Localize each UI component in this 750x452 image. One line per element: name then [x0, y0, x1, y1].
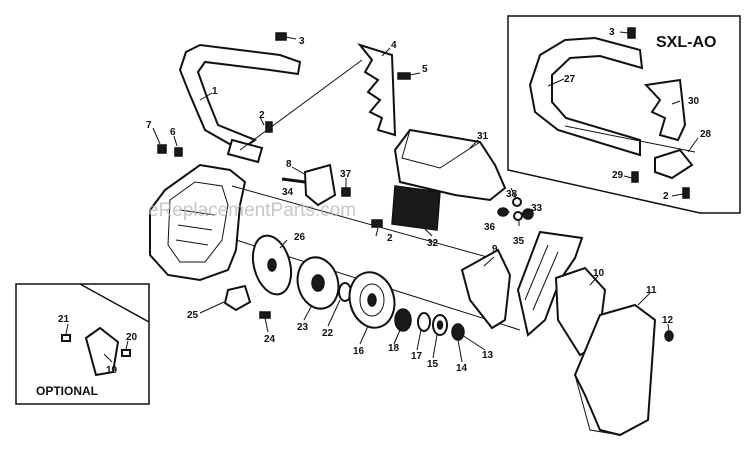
nut-12	[664, 330, 674, 342]
optional-pin-21	[61, 334, 71, 342]
screw-24	[259, 311, 271, 319]
screw-37	[341, 187, 351, 197]
callout-16: 16	[353, 346, 365, 357]
washer-38	[512, 197, 522, 207]
leader-lines	[65, 31, 699, 363]
washer-17	[417, 312, 431, 332]
callout-5: 5	[422, 64, 428, 75]
screw-5	[397, 72, 421, 80]
callout-15: 15	[427, 359, 439, 370]
clutch-drum-hub	[311, 274, 325, 292]
callout-27: 27	[564, 74, 576, 85]
callout-23: 23	[297, 322, 309, 333]
callout-4: 4	[391, 40, 397, 51]
callout-33: 33	[531, 203, 543, 214]
nut-14	[451, 323, 465, 341]
callout-11: 11	[646, 285, 657, 296]
callout-9: 9	[492, 244, 498, 255]
inset-screw-29	[631, 171, 639, 183]
callout-3: 3	[299, 36, 305, 47]
callout-2b: 2	[387, 233, 393, 244]
screw-6	[174, 147, 183, 157]
clutch-cover	[573, 303, 657, 437]
tank-cover-ridge	[401, 129, 481, 169]
callout-36: 36	[484, 222, 496, 233]
callout-18: 18	[388, 343, 400, 354]
optional-inset-diagonal	[79, 283, 150, 323]
decal-plate	[391, 185, 441, 231]
handle-bracket	[226, 138, 264, 164]
bumper-spike	[357, 43, 397, 137]
callout-37: 37	[340, 169, 352, 180]
screw-2b	[371, 219, 383, 228]
sprocket-inner	[359, 283, 385, 317]
callout-34: 34	[282, 187, 294, 198]
flywheel-hub	[267, 258, 277, 272]
callout-2: 2	[259, 110, 265, 121]
callout-12: 12	[662, 315, 674, 326]
assembly-axis-line	[231, 185, 506, 263]
engine-housing-detail	[167, 181, 229, 263]
optional-label: OPTIONAL	[36, 384, 98, 398]
callout-26: 26	[294, 232, 306, 243]
bar-plate	[460, 248, 512, 330]
callout-24: 24	[264, 334, 276, 345]
callout-38: 38	[506, 189, 518, 200]
callout-numbers: 1 2 3 4 5 6 7 8 34 37 31 38 36 33 35 32 …	[58, 27, 712, 376]
optional-pin-20	[121, 349, 131, 357]
sprocket-hub	[367, 293, 377, 307]
watermark: eReplacementParts.com	[148, 200, 356, 221]
optional-clutch-part	[84, 326, 120, 377]
callout-6: 6	[170, 127, 176, 138]
callout-35: 35	[513, 236, 525, 247]
callout-13: 13	[482, 350, 494, 361]
callout-25: 25	[187, 310, 199, 321]
callout-3b: 3	[609, 27, 615, 38]
optional-inset-box	[15, 283, 150, 405]
callout-21: 21	[58, 314, 70, 325]
callout-14: 14	[456, 363, 468, 374]
callout-7: 7	[146, 120, 152, 131]
needle-bearing	[394, 308, 412, 332]
callout-22: 22	[322, 328, 334, 339]
callout-29: 29	[612, 170, 624, 181]
callout-2c: 2	[663, 191, 669, 202]
inset-bracket	[654, 148, 694, 180]
handle-bar	[178, 43, 302, 152]
guide-bar-stripe	[524, 244, 559, 311]
inset-handle-bar	[528, 36, 644, 157]
inset-screw-2	[682, 187, 690, 199]
engine-housing-fins	[175, 209, 216, 246]
clutch-cover-edge	[574, 374, 621, 436]
callout-20: 20	[126, 332, 138, 343]
callout-1: 1	[212, 86, 218, 97]
tank-cover	[393, 128, 507, 202]
callout-17: 17	[411, 351, 423, 362]
inset-screw-3	[627, 27, 636, 39]
inset-spike	[643, 78, 687, 142]
callout-19: 19	[106, 365, 118, 376]
screw-7	[157, 144, 167, 154]
callout-31: 31	[477, 131, 489, 142]
model-label: SXL-AO	[656, 34, 716, 51]
callout-30: 30	[688, 96, 700, 107]
callout-10: 10	[593, 268, 605, 279]
handle-axis-line	[239, 59, 363, 151]
mount-bracket	[303, 163, 337, 207]
callout-8: 8	[286, 159, 292, 170]
sxl-ao-inset-box	[507, 15, 741, 214]
guide-bar	[516, 230, 584, 337]
inset-axis-line	[564, 125, 696, 153]
screw-34	[281, 177, 306, 184]
screw-2a	[265, 121, 273, 133]
screw-3	[275, 32, 297, 41]
washer-15-hole	[436, 320, 444, 330]
engine-housing	[149, 163, 247, 282]
starter-pawl	[223, 284, 252, 312]
callout-32: 32	[427, 238, 439, 249]
callout-28: 28	[700, 129, 712, 140]
nut-35	[513, 211, 523, 221]
